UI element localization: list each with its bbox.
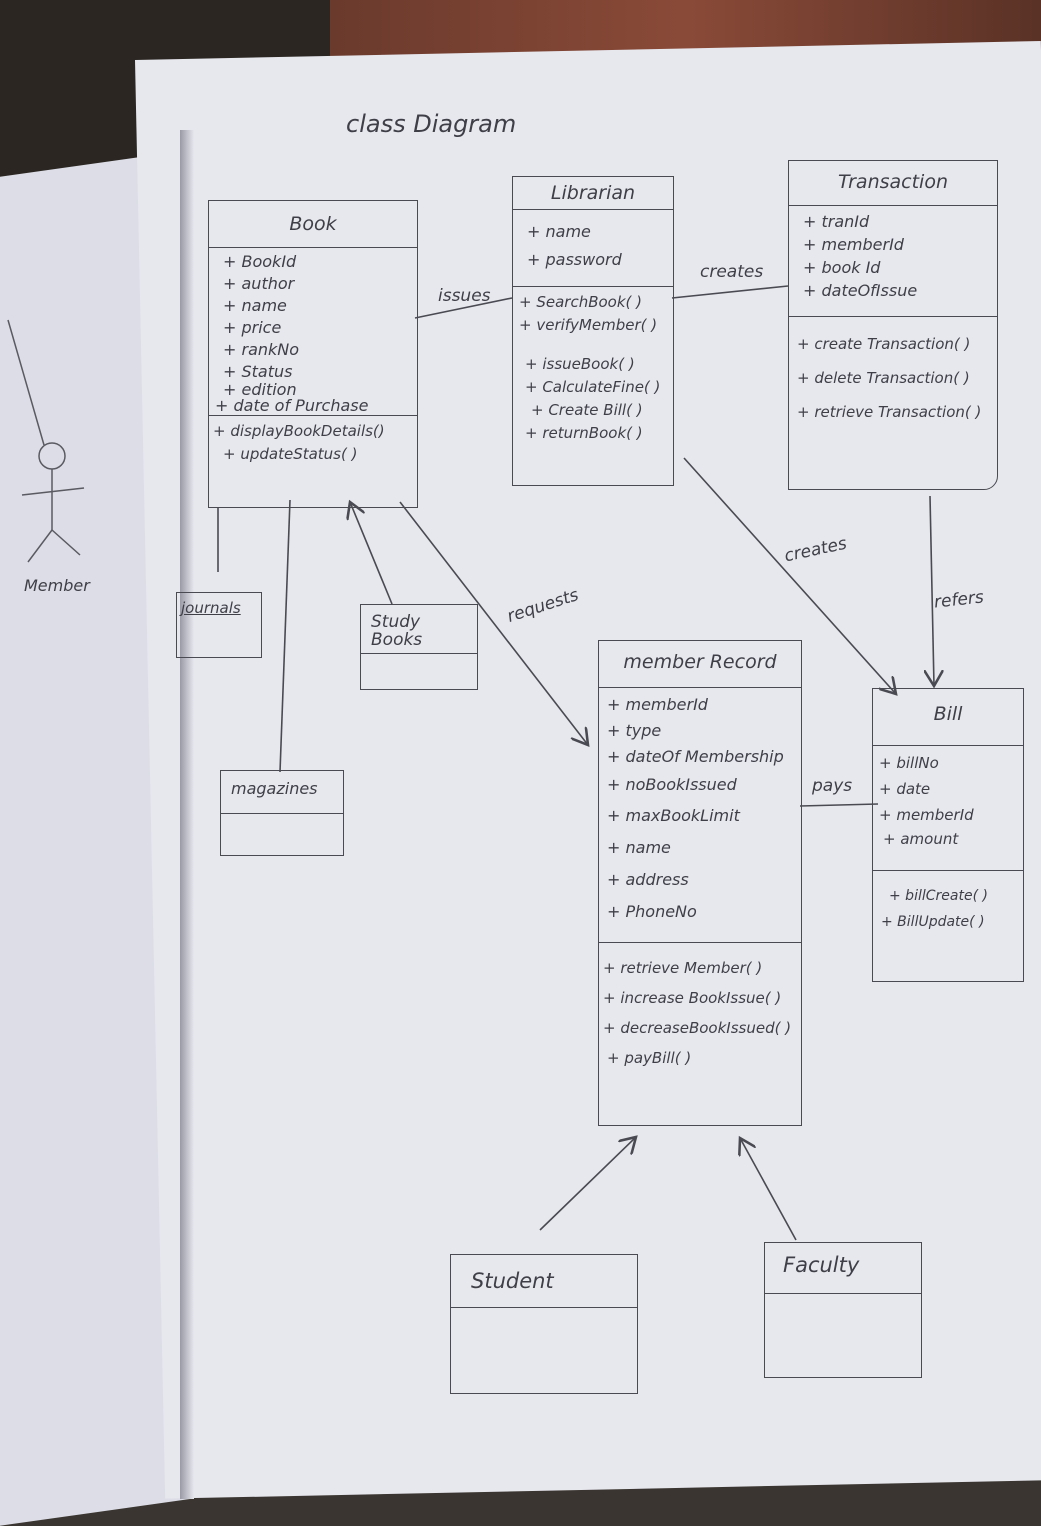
method: + retrieve Transaction( ) [797,403,982,421]
attribute: + billNo [879,754,939,772]
method: + CalculateFine( ) [525,378,661,396]
edge-refers [930,495,934,686]
class-bill: Bill + billNo + date + memberId + amount… [872,688,1024,982]
edge-issues [414,297,513,319]
method: + BillUpdate( ) [881,914,985,930]
class-book-name: Book [289,213,337,235]
attribute: + address [607,870,689,889]
attribute: + tranId [803,212,870,231]
attribute: + book Id [803,258,881,277]
attribute: + author [223,274,295,293]
attribute: + rankNo [223,340,300,359]
class-magazines-name: magazines [231,779,318,798]
method: + create Transaction( ) [797,335,971,353]
class-bill-name: Bill [933,703,963,725]
attribute: + dateOf Membership [607,747,784,766]
attribute: + maxBookLimit [607,806,740,825]
method: + decreaseBookIssued( ) [603,1019,792,1037]
attribute: + BookId [223,252,297,271]
class-member-record: member Record + memberId + type + dateOf… [598,640,802,1126]
method: + SearchBook( ) [519,293,643,311]
class-bill-attributes: + billNo + date + memberId + amount [873,745,1023,870]
class-magazines: magazines [220,770,344,856]
attribute: + PhoneNo [607,902,697,921]
notebook-spine [180,130,194,1499]
class-book-methods: + displayBookDetails() + updateStatus( ) [209,415,417,466]
class-student-name: Student [471,1269,554,1293]
diagram-title: class Diagram [346,110,517,138]
class-study-books-body [361,653,477,654]
relation-issues-label: issues [438,286,491,306]
class-librarian-name: Librarian [550,182,636,204]
edge-student-member [539,1137,636,1231]
class-student: Student [450,1254,638,1394]
class-faculty-name: Faculty [783,1253,860,1277]
relation-pays-label: pays [812,776,853,796]
attribute: + date [879,780,931,798]
attribute: + price [223,318,282,337]
class-transaction-attributes: + tranId + memberId + book Id + dateOfIs… [789,205,997,316]
class-study-books-name: Study Books [371,612,423,650]
class-librarian-methods: + SearchBook( ) + verifyMember( ) + issu… [513,286,673,445]
method: + delete Transaction( ) [797,369,970,387]
edge-requests [399,501,588,745]
method: + updateStatus( ) [223,445,358,463]
class-book-attributes: + BookId + author + name + price + rankN… [209,247,417,415]
class-student-body [451,1307,637,1308]
attribute: + dateOfIssue [803,281,918,300]
attribute: + memberId [803,235,904,254]
actor-member-label: Member [24,576,90,595]
class-bill-methods: + billCreate( ) + BillUpdate( ) [873,870,1023,935]
attribute: + amount [883,830,959,848]
method: + payBill( ) [607,1049,692,1067]
edge-faculty-member [740,1138,797,1241]
method: + Create Bill( ) [531,401,643,419]
edge-creates-mid [683,457,896,694]
attribute: + name [527,222,591,241]
attribute: + name [223,296,287,315]
class-transaction-name: Transaction [837,171,948,193]
relation-creates-top-label: creates [700,262,764,282]
class-transaction-methods: + create Transaction( ) + delete Transac… [789,316,997,429]
class-librarian-attributes: + name + password [513,209,673,286]
member-actor-figure [7,319,85,563]
method: + billCreate( ) [889,888,988,904]
class-magazines-body [221,813,343,814]
attribute: + name [607,838,671,857]
attribute: + noBookIssued [607,775,737,794]
class-member-record-name: member Record [623,651,777,673]
class-journals: journals [176,592,262,658]
attribute: + type [607,721,662,740]
class-faculty: Faculty [764,1242,922,1378]
attribute: + memberId [607,695,708,714]
attribute: + memberId [879,806,974,824]
method: + increase BookIssue( ) [603,989,782,1007]
class-transaction: Transaction + tranId + memberId + book I… [788,160,998,490]
attribute: + date of Purchase [215,396,369,415]
class-study-books: Study Books [360,604,478,690]
method: + returnBook( ) [525,424,643,442]
method: + retrieve Member( ) [603,959,763,977]
edge-book-magazines [279,499,291,773]
class-member-record-methods: + retrieve Member( ) + increase BookIssu… [599,942,801,1073]
attribute: + edition [223,380,297,399]
method: + displayBookDetails() [213,422,385,440]
class-member-record-attributes: + memberId + type + dateOf Membership + … [599,687,801,942]
class-book: Book + BookId + author + name + price + … [208,200,418,508]
method: + verifyMember( ) [519,316,658,334]
edge-studybooks-book [350,502,393,605]
class-journals-name: journals [181,599,241,617]
attribute: + Status [223,362,293,381]
edge-pays [799,803,879,807]
attribute: + password [527,250,622,269]
class-faculty-body [765,1293,921,1294]
edge-creates-top [671,285,789,299]
class-librarian: Librarian + name + password + SearchBook… [512,176,674,486]
method: + issueBook( ) [525,355,635,373]
